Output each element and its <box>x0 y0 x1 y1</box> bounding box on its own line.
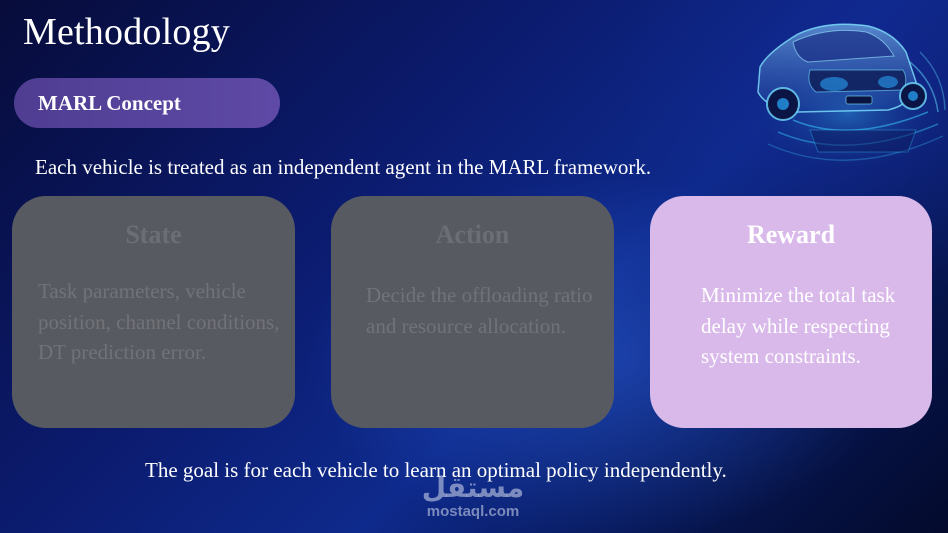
concept-pill-label: MARL Concept <box>38 90 181 115</box>
connected-car-icon <box>748 23 946 167</box>
watermark-logo-text: مستقل <box>422 472 524 502</box>
state-card-body: Task parameters, vehicle position, chann… <box>38 279 280 364</box>
slide-title: Methodology <box>23 11 230 53</box>
mostaql-logo-icon: مستقل <box>422 472 524 502</box>
state-card: State Task parameters, vehicle position,… <box>12 196 295 428</box>
state-card-title: State <box>125 220 182 249</box>
action-card-title: Action <box>435 220 510 249</box>
watermark-site: mostaql.com <box>426 503 520 520</box>
intro-text: Each vehicle is treated as an independen… <box>35 155 652 179</box>
reward-card-title: Reward <box>746 220 836 249</box>
goal-text: The goal is for each vehicle to learn an… <box>145 458 727 482</box>
reward-card: Reward Minimize the total task delay whi… <box>650 196 932 428</box>
concept-pill: MARL Concept <box>14 78 280 128</box>
action-card: Action Decide the offloading ratio and r… <box>331 196 614 428</box>
reward-card-body: Minimize the total task delay while resp… <box>701 283 896 368</box>
watermark: مستقل mostaql.com <box>414 470 532 526</box>
action-card-body: Decide the offloading ratio and resource… <box>366 283 593 338</box>
